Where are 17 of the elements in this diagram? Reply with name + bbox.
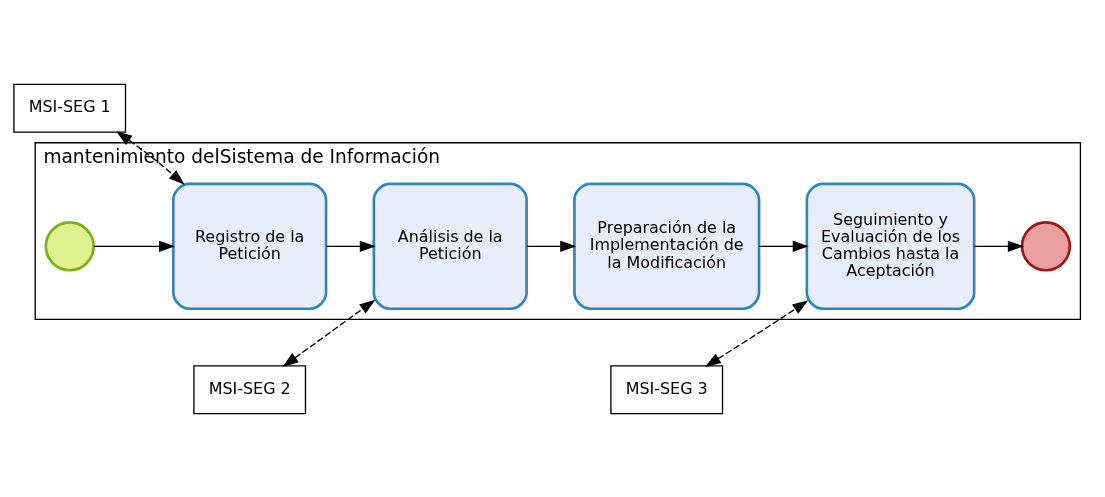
node-circle bbox=[44, 220, 95, 272]
node-box: MSI-SEG 1 bbox=[13, 83, 127, 133]
arrow bbox=[973, 240, 1024, 252]
arrow bbox=[758, 240, 809, 252]
node-circle bbox=[1020, 220, 1072, 272]
node-box: Seguimiento y Evaluación de los Cambios hasta la Aceptación bbox=[805, 182, 976, 310]
arrow bbox=[93, 240, 176, 252]
node-box: Preparación de la Implementación de la Modificación bbox=[573, 182, 761, 310]
node-box: MSI-SEG 2 bbox=[193, 364, 307, 414]
node-box: Análisis de la Petición bbox=[372, 182, 528, 310]
arrow bbox=[282, 299, 376, 367]
arrow bbox=[526, 240, 577, 252]
arrow bbox=[116, 130, 185, 185]
arrow bbox=[705, 299, 809, 367]
arrow bbox=[325, 240, 376, 252]
node-box: MSI-SEG 3 bbox=[610, 364, 724, 414]
node-box: Registro de la Petición bbox=[172, 182, 328, 310]
